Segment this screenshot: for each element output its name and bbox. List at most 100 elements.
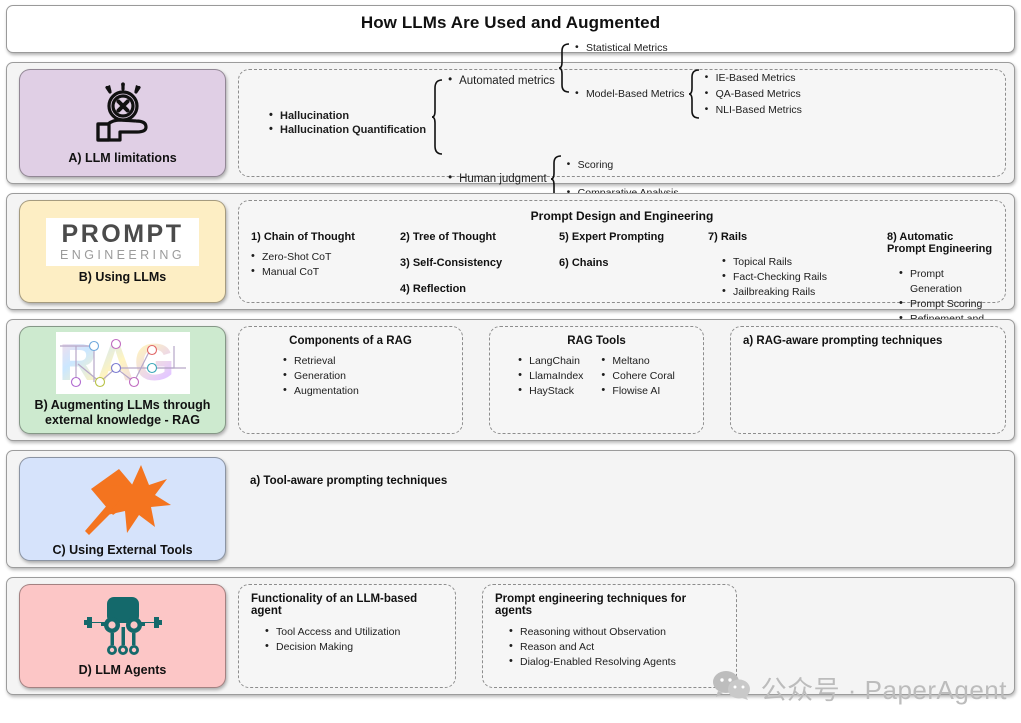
prompt-design-panel: Prompt Design and Engineering 1) Chain o… (238, 200, 1006, 340)
brace-root (432, 78, 445, 156)
agent-functionality-box: Functionality of an LLM-based agent Tool… (238, 584, 456, 688)
tree-node-model-based-metrics: Model-Based Metrics (575, 87, 685, 100)
page-title: How LLMs Are Used and Augmented (360, 13, 661, 32)
list-item: HayStack (518, 383, 583, 399)
pe-bullets-4: Topical Rails Fact-Checking Rails Jailbr… (722, 254, 883, 300)
category-card-using-llms[interactable]: PROMPT ENGINEERING B) Using LLMs (19, 200, 226, 303)
list-item: Augmentation (283, 383, 450, 399)
agent-functionality-head: Functionality of an LLM-based agent (251, 593, 418, 617)
content-a: Hallucination Hallucination Quantificati… (238, 41, 1006, 203)
category-card-wrap-c: RAG (15, 326, 230, 434)
list-item: Flowise AI (601, 383, 674, 399)
category-card-wrap-b: PROMPT ENGINEERING B) Using LLMs (15, 200, 230, 303)
tree-node-automated-metrics: Automated metrics (448, 74, 555, 87)
rag-tools-head: RAG Tools (567, 335, 626, 347)
list-item: Tool Access and Utilization (265, 624, 443, 640)
list-item: Topical Rails (722, 254, 883, 270)
logo-line-engineering: ENGINEERING (60, 247, 185, 262)
category-label-a: A) LLM limitations (68, 150, 177, 165)
tree-level3-model-based: IE-Based Metrics QA-Based Metrics NLI-Ba… (705, 71, 802, 116)
list-item: LangChain (518, 353, 583, 369)
agent-prompt-techniques-box: Prompt engineering techniques for agents… (482, 584, 737, 688)
list-item: Jailbreaking Rails (722, 284, 883, 300)
rag-tools-columns: LangChain LlamaIndex HayStack Meltano Co… (502, 353, 691, 399)
pe-head-automatic-prompt-engineering: 8) Automatic Prompt Engineering (887, 231, 993, 255)
pe-column-3: 5) Expert Prompting 6) Chains (559, 231, 704, 342)
category-label-d: C) Using External Tools (52, 542, 193, 557)
agent-prompt-techniques-list: Reasoning without Observation Reason and… (509, 624, 724, 670)
rag-tools-box: RAG Tools LangChain LlamaIndex HayStack … (489, 326, 704, 434)
category-card-wrap-a: A) LLM limitations (15, 69, 230, 177)
hand-holding-error-coin-icon (84, 81, 162, 147)
pe-head-chain-of-thought: 1) Chain of Thought (251, 231, 355, 243)
category-card-external-tools[interactable]: C) Using External Tools (19, 457, 226, 561)
tool-aware-prompting-text: a) Tool-aware prompting techniques (250, 475, 448, 487)
category-label-b: B) Using LLMs (78, 270, 167, 285)
list-item: Generation (283, 368, 450, 384)
tree-roots: Hallucination Hallucination Quantificati… (269, 109, 426, 136)
tree-branch-automated: Automated metrics Statistical Metrics Mo… (448, 41, 802, 120)
pe-bullets-1: Zero-Shot CoT Manual CoT (251, 249, 396, 280)
tree-level2-automated: Statistical Metrics Model-Based Metrics … (575, 41, 802, 120)
content-e: Functionality of an LLM-based agent Tool… (238, 584, 1006, 688)
agent-functionality-list: Tool Access and Utilization Decision Mak… (265, 624, 443, 655)
brace-automated (558, 42, 572, 94)
hammer-strike-icon (75, 461, 171, 539)
rag-tools-list-right: Meltano Cohere Coral Flowise AI (601, 353, 674, 399)
tree-node-human-judgment: Human judgment (448, 172, 547, 185)
rag-aware-prompting-box: a) RAG-aware prompting techniques (730, 326, 1006, 434)
section-using-llms: PROMPT ENGINEERING B) Using LLMs Prompt … (6, 193, 1015, 340)
hallucination-tree: Hallucination Hallucination Quantificati… (251, 41, 993, 203)
section-llm-agents: D) LLM Agents Functionality of an LLM-ba… (6, 577, 1015, 695)
tree-panel-hallucination: Hallucination Hallucination Quantificati… (238, 41, 1006, 203)
rag-components-head: Components of a RAG (289, 335, 412, 347)
list-item: Reasoning without Observation (509, 624, 724, 640)
tree-leaf-ie-metrics: IE-Based Metrics (705, 71, 802, 84)
list-item: Zero-Shot CoT (251, 249, 396, 265)
rag-components-list: Retrieval Generation Augmentation (283, 353, 450, 399)
prompt-engineering-logo: PROMPT ENGINEERING (46, 217, 199, 267)
pe-head-self-consistency: 3) Self-Consistency (400, 257, 503, 269)
list-item: Prompt Scoring (899, 296, 993, 312)
logo-line-prompt: PROMPT (61, 219, 184, 248)
category-card-rag[interactable]: RAG (19, 326, 226, 434)
pe-head-reflection: 4) Reflection (400, 283, 467, 295)
tree-level1: Automated metrics Statistical Metrics Mo… (448, 41, 802, 204)
section-augmenting-llms-rag: RAG (6, 319, 1015, 441)
section-using-external-tools: C) Using External Tools a) Tool-aware pr… (6, 450, 1015, 568)
list-item: Manual CoT (251, 264, 396, 280)
list-item: Prompt Generation (899, 266, 993, 297)
category-card-wrap-d: C) Using External Tools (15, 457, 230, 561)
section-llm-limitations: A) LLM limitations Hallucination Halluci… (6, 41, 1015, 203)
pe-head-tree-of-thought: 2) Tree of Thought (400, 231, 496, 243)
tree-root-1: Hallucination (269, 109, 426, 122)
tree-leaf-scoring: Scoring (567, 158, 679, 171)
prompt-design-columns: 1) Chain of Thought Zero-Shot CoT Manual… (251, 231, 993, 342)
content-b: Prompt Design and Engineering 1) Chain o… (238, 200, 1006, 340)
rag-aware-prompting-head: a) RAG-aware prompting techniques (743, 335, 943, 347)
pe-head-chains: 6) Chains (559, 257, 609, 269)
agent-prompt-techniques-head: Prompt engineering techniques for agents (495, 593, 687, 617)
pe-column-4: 7) Rails Topical Rails Fact-Checking Rai… (708, 231, 883, 342)
category-card-llm-agents[interactable]: D) LLM Agents (19, 584, 226, 688)
prompt-design-title: Prompt Design and Engineering (530, 209, 714, 223)
brace-model-based (688, 68, 702, 120)
tree-branch-model-based: Model-Based Metrics IE-Based Metrics QA-… (575, 68, 802, 120)
content-d: a) Tool-aware prompting techniques (238, 457, 1006, 561)
pe-head-expert-prompting: 5) Expert Prompting (559, 231, 665, 243)
category-card-llm-limitations[interactable]: A) LLM limitations (19, 69, 226, 177)
tree-leaf-qa-metrics: QA-Based Metrics (705, 87, 802, 100)
rag-graph-logo: RAG (55, 332, 190, 395)
robot-agent-icon (81, 595, 165, 659)
list-item: Retrieval (283, 353, 450, 369)
tree-leaf-nli-metrics: NLI-Based Metrics (705, 103, 802, 116)
pe-head-rails: 7) Rails (708, 231, 748, 243)
list-item: Reason and Act (509, 639, 724, 655)
content-c: Components of a RAG Retrieval Generation… (238, 326, 1006, 434)
category-card-wrap-e: D) LLM Agents (15, 584, 230, 688)
tree-node-statistical-metrics: Statistical Metrics (575, 41, 802, 54)
category-label-e: D) LLM Agents (78, 662, 167, 677)
pe-column-1: 1) Chain of Thought Zero-Shot CoT Manual… (251, 231, 396, 342)
list-item: LlamaIndex (518, 368, 583, 384)
